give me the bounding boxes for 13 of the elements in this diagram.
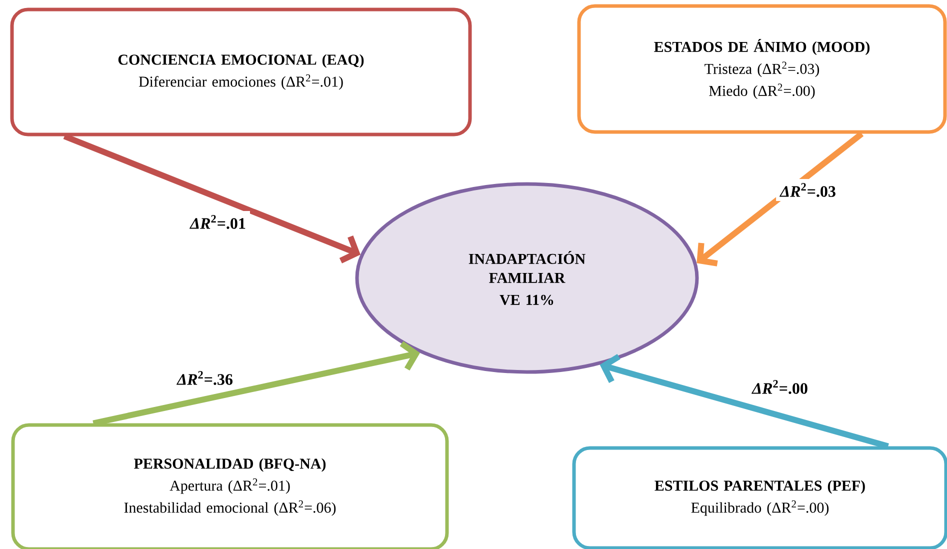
ellipse-node: INADAPTACIÓN FAMILIAR VE 11% [355, 182, 699, 374]
edge-label: ΔR$^{2}$=.36 [173, 367, 237, 389]
rounded-box: ESTADOS DE ÁNIMO (MOOD) Tristeza (ΔR$^{2}$=.03) Miedo (ΔR$^{2}$=.00) [577, 4, 947, 134]
rounded-box: PERSONALIDAD (BFQ-NA) Apertura (ΔR$^{2}$=.01) Inestabilidad emocional (ΔR$^{2}$=.06) [11, 423, 449, 549]
arrow [600, 354, 889, 450]
edge-label: ΔR$^{2}$=.03 [776, 179, 840, 201]
arrow [696, 131, 864, 266]
rounded-box: ESTILOS PARENTALES (PEF) Equilibrado (ΔR$^{2}$=.00) [572, 446, 947, 549]
edge-label: ΔR$^{2}$=.00 [748, 376, 812, 398]
arrow [63, 133, 360, 264]
edge-label: ΔR$^{2}$=.01 [186, 211, 250, 233]
rounded-box: CONCIENCIA EMOCIONAL (EAQ) Diferenciar emociones (ΔR$^{2}$=.01) [10, 8, 472, 136]
arrow [92, 341, 420, 426]
